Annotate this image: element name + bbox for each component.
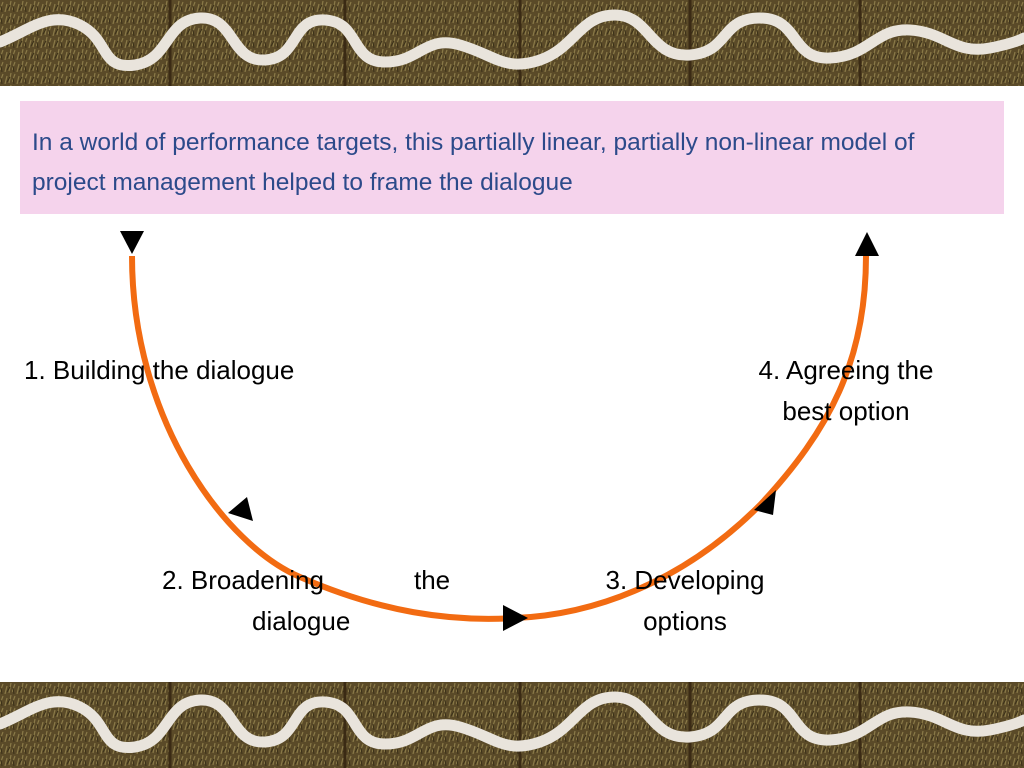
step-2-label-part3: dialogue — [252, 606, 351, 636]
step-4-label-line2: best option — [782, 396, 910, 426]
river-pattern-image — [0, 0, 1024, 86]
step-3-label-line1: 3. Developing — [605, 565, 765, 595]
arrow-right-bottom — [503, 605, 528, 631]
arrow-along-right — [754, 490, 776, 515]
arrow-up-end — [855, 232, 879, 256]
arrow-along-left — [228, 497, 253, 521]
step-2-label-part1: 2. Broadening — [162, 565, 324, 595]
intro-callout-box: In a world of performance targets, this … — [20, 101, 1004, 214]
step-1-label: 1. Building the dialogue — [24, 355, 295, 385]
step-4-label-line1: 4. Agreeing the — [758, 355, 934, 385]
step-3-label: 3. Developing options — [575, 560, 795, 642]
step-2-label-part2: the — [414, 565, 451, 595]
intro-callout-text: In a world of performance targets, this … — [32, 129, 915, 196]
top-decorative-banner — [0, 0, 1024, 86]
river-pattern-image — [0, 682, 1024, 768]
bottom-decorative-banner — [0, 682, 1024, 768]
step-3-label-line2: options — [643, 606, 727, 636]
step-4-label: 4. Agreeing the best option — [730, 350, 962, 432]
arrow-down-start — [120, 231, 144, 254]
